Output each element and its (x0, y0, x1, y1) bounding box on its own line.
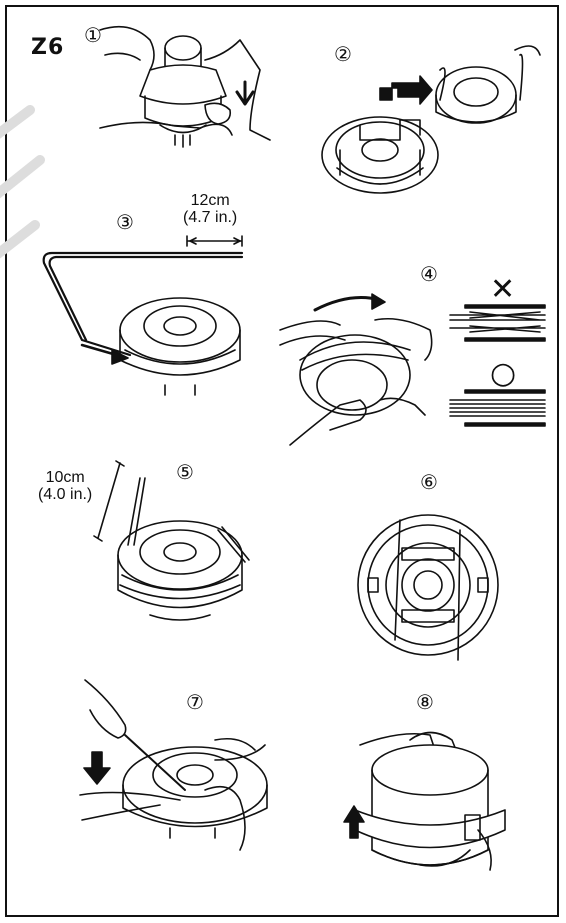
measure-10cm-imperial: (4.0 in.) (38, 485, 93, 503)
measure-12cm: 12cm (4.7 in.) (183, 192, 238, 227)
manual-page-frame (5, 5, 559, 917)
measure-10cm: 10cm (4.0 in.) (38, 469, 93, 504)
wrong-mark: ✕ (490, 272, 516, 307)
measure-10cm-metric: 10cm (45, 469, 85, 486)
step-number-3: ③ (116, 210, 134, 234)
step-number-7: ⑦ (186, 690, 204, 714)
step-number-1: ① (84, 23, 102, 47)
step-number-4: ④ (420, 262, 438, 286)
step7-illustration (79, 679, 268, 851)
measure-12cm-metric: 12cm (190, 192, 230, 209)
step3-illustration (42, 235, 244, 396)
section-label: Z6 (31, 35, 65, 60)
right-mark: ○ (490, 356, 517, 391)
step-number-5: ⑤ (176, 460, 194, 484)
step-number-8: ⑧ (416, 690, 434, 714)
step5-illustration (93, 460, 250, 621)
step2-illustration (321, 45, 541, 194)
step8-illustration (343, 731, 506, 871)
step6-illustration (357, 514, 499, 661)
step4-illustration (279, 293, 546, 446)
measure-12cm-imperial: (4.7 in.) (183, 208, 238, 226)
step1-illustration (99, 25, 271, 148)
step-number-2: ② (334, 42, 352, 66)
step-number-6: ⑥ (420, 470, 438, 494)
watermark-logo (0, 105, 45, 259)
